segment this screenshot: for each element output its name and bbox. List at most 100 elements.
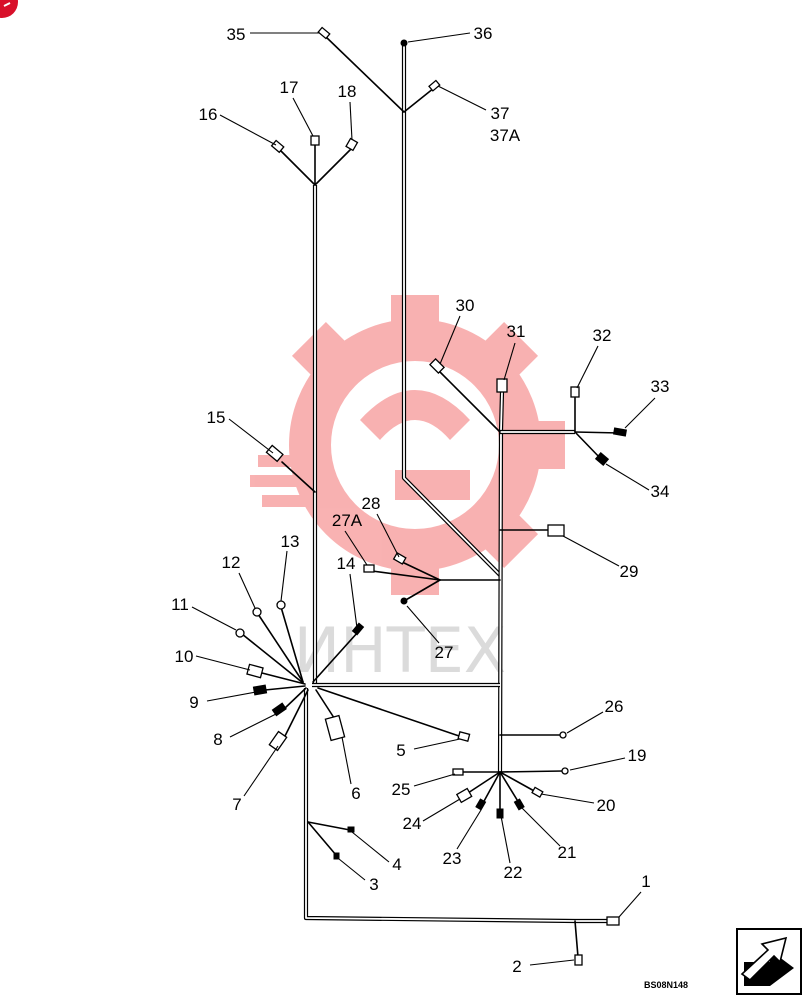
leader-32 [576,345,599,389]
callout-12: 12 [222,553,241,572]
callout-25: 25 [392,780,411,799]
leader-26 [566,711,604,734]
connector-37 [428,79,441,92]
leader-19 [569,757,626,771]
leader-10 [195,655,251,671]
wire-11 [241,633,304,684]
callout-37: 37 [491,104,510,123]
connector-35 [317,26,331,40]
connectors [235,26,628,966]
watermark-gear-logo [250,295,565,595]
leader-lines [191,32,656,966]
callout-24: 24 [403,814,422,833]
wire-13 [280,606,304,683]
wire-9 [264,685,306,691]
connector-24 [455,787,473,804]
callout-10: 10 [175,647,194,666]
callout-15: 15 [207,408,226,427]
gear-tooth [391,295,439,335]
wire-5 [317,687,463,738]
wire-27 [403,579,441,602]
wire-7 [283,689,309,739]
callout-22: 22 [504,863,523,882]
leader-17 [292,97,314,137]
callout-37a: 37A [490,126,521,145]
callout-4: 4 [392,855,401,874]
callout-16: 16 [199,105,218,124]
connector-7 [268,730,288,752]
leader-14 [349,573,358,629]
wire-16 [279,149,316,186]
leader-29 [562,535,620,567]
leader-24 [422,798,461,822]
leader-27a [344,530,368,566]
connector-32 [570,386,580,398]
connector-15 [265,444,284,463]
connector-9 [252,684,268,696]
callout-27a: 27A [332,511,363,530]
connector-36 [400,39,408,47]
connector-29 [547,524,565,537]
gear-tooth [475,321,539,385]
gear-tooth [525,421,565,469]
wire-21 [499,771,520,804]
connector-25 [452,768,464,776]
trunk-upper-right-inner [403,42,501,576]
callout-28: 28 [362,494,381,513]
leader-9 [206,691,257,702]
connector-10 [246,663,264,679]
leader-23 [456,809,482,850]
connector-18 [345,137,359,152]
wire-20 [499,771,537,793]
connector-26 [559,731,567,739]
leader-3 [338,858,366,881]
wire-35 [324,35,405,113]
leader-8 [229,713,277,738]
leader-15 [228,418,274,454]
callout-35: 35 [227,25,246,44]
callout-23: 23 [443,849,462,868]
leader-4 [351,831,390,863]
leader-28 [376,513,400,558]
figure-code: BS08N148 [644,980,688,990]
callout-29: 29 [620,562,639,581]
corner-badge-icon [0,0,18,18]
callout-7: 7 [232,795,241,814]
connector-20 [531,786,544,798]
leader-31 [503,342,516,381]
wire-15 [281,461,316,493]
speed-line [250,475,328,487]
connector-8 [271,702,287,717]
leader-7 [243,745,279,797]
wire-24 [467,771,501,794]
wire-2 [574,920,579,958]
arrow-icon[interactable] [736,928,802,995]
leader-34 [605,463,650,491]
callout-8: 8 [213,730,222,749]
callout-labels: 35 36 37 37A 17 18 16 30 31 32 33 34 15 … [171,24,669,976]
connector-6 [324,714,346,742]
speed-line [258,455,328,467]
wire-27a [371,570,441,581]
wire-4 [307,821,351,831]
connector-23 [475,798,487,811]
corner-badge-shape [0,0,18,18]
connector-16 [270,139,285,154]
leader-30 [439,315,461,365]
callout-1: 1 [641,872,650,891]
callout-36: 36 [474,24,493,43]
callout-20: 20 [597,796,616,815]
wire-18 [314,147,353,186]
wire-33 [574,431,621,434]
wire-8 [283,687,307,710]
wire-10 [261,672,306,685]
connector-34 [594,452,610,466]
callout-26: 26 [605,697,624,716]
connector-3 [333,852,340,860]
connector-11 [235,628,245,638]
callout-6: 6 [351,784,360,803]
leader-22 [500,815,511,864]
connector-12 [252,607,262,617]
connector-21 [513,798,525,811]
